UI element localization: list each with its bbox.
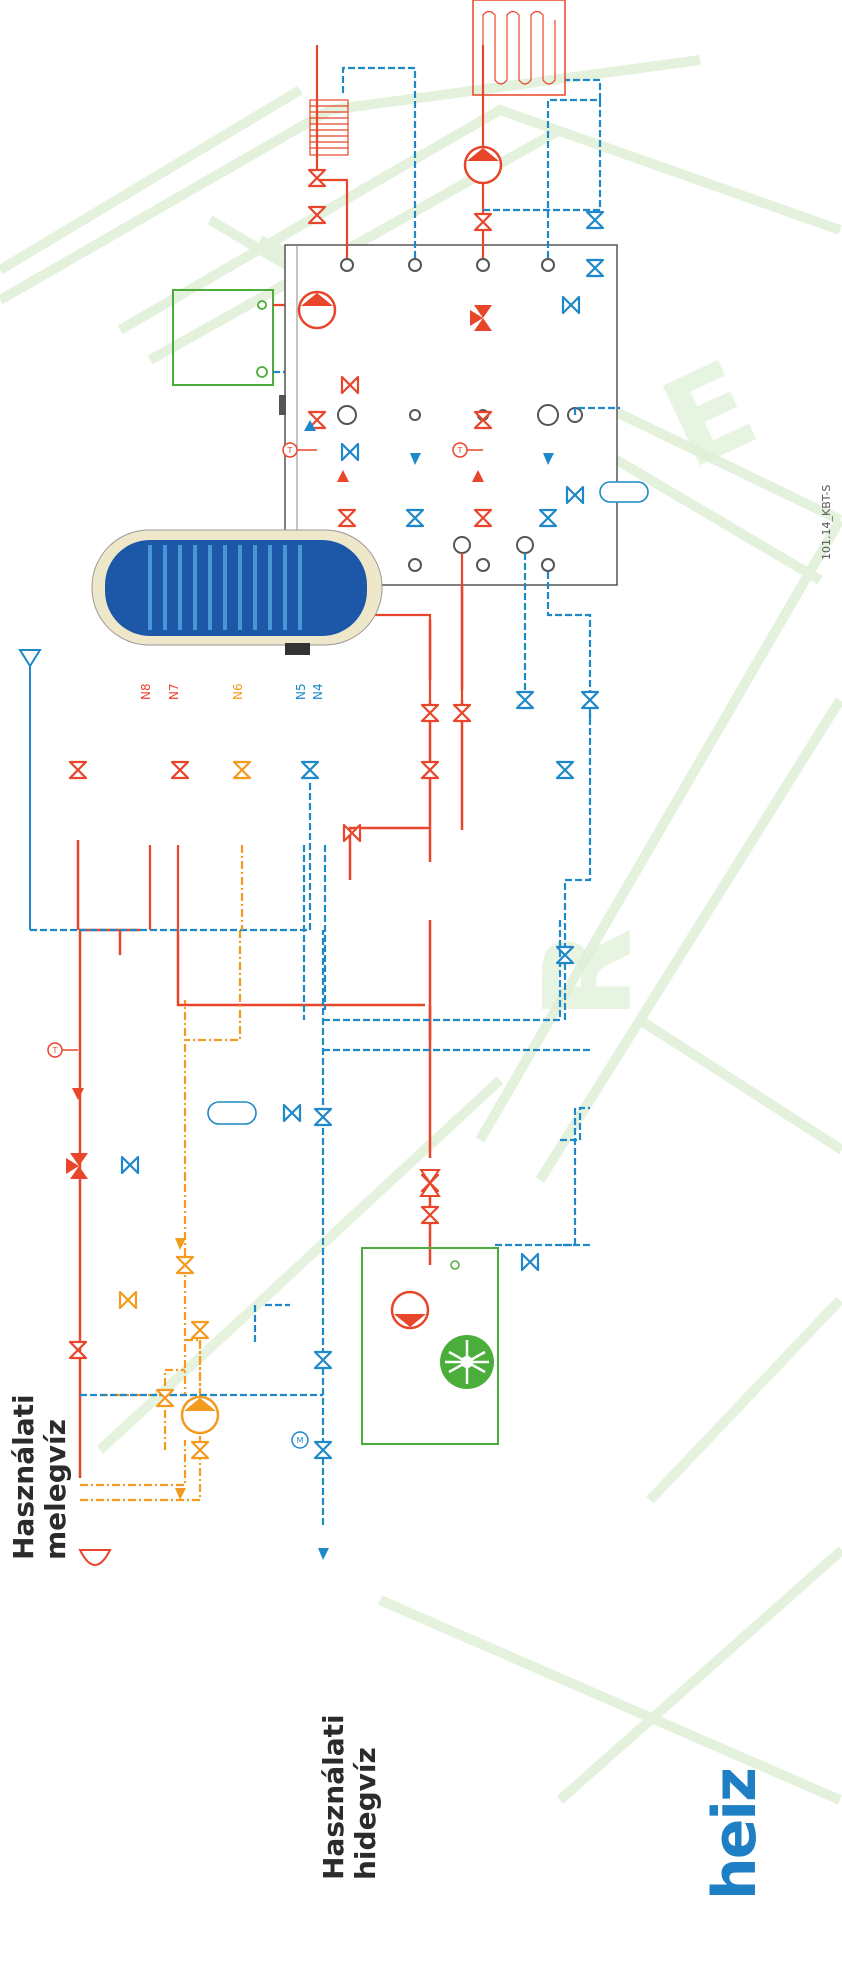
thermometer-label: T	[52, 1046, 58, 1055]
thermometer-label: T	[287, 446, 293, 455]
hot-water-label-line1: Használati	[7, 1394, 40, 1560]
fan-icon	[440, 1335, 494, 1389]
pump-icon	[297, 290, 337, 330]
pump-icon	[180, 1395, 220, 1435]
buffer-tank	[279, 244, 618, 586]
thermometer-label: T	[457, 446, 463, 455]
hot-water-label: Használati melegvíz	[7, 1394, 72, 1560]
safety-valve-icon	[18, 649, 42, 930]
pump-icon	[463, 145, 503, 185]
heat-pump-unit	[361, 1247, 499, 1445]
wall-boiler	[172, 289, 274, 386]
mixing-valve-icon	[66, 305, 492, 1197]
floor-heating-icon	[472, 0, 566, 96]
svg-text:E: E	[644, 336, 777, 497]
motorized-valve-icon: M	[291, 1431, 309, 1449]
dhw-hot-line	[76, 580, 464, 1478]
flow-arrows	[72, 420, 554, 1560]
tank-port-labels: N8 N7 N6 N5 N4	[139, 683, 325, 700]
svg-text:R: R	[520, 928, 659, 1020]
expansion-tank-icon	[207, 481, 649, 1125]
cold-water-label: Használati hidegvíz	[317, 1714, 382, 1880]
port-label-n8: N8	[139, 683, 153, 700]
port-label-n7: N7	[167, 683, 181, 700]
sensor-port-icon	[450, 1260, 460, 1270]
port-label-n6: N6	[231, 683, 245, 700]
port-label-n5: N5	[294, 683, 308, 700]
port-label-n4: N4	[311, 683, 325, 700]
cold-water-label-line1: Használati	[317, 1714, 350, 1880]
motor-label: M	[297, 1436, 304, 1445]
thermometer-icon	[47, 442, 483, 1058]
brand-logo: heiz	[700, 1769, 770, 1900]
boiler-connections	[148, 845, 327, 1020]
shower-head-icon	[78, 1549, 112, 1566]
radiator-icon	[309, 99, 349, 156]
dhw-boiler	[91, 529, 383, 655]
cold-water-label-line2: hidegvíz	[349, 1747, 382, 1880]
diagram-code: 101.14_KBT-S	[820, 484, 833, 560]
dhw-cold-line	[30, 700, 592, 1525]
hot-water-label-line2: melegvíz	[39, 1419, 72, 1560]
pump-icon	[390, 1290, 430, 1330]
